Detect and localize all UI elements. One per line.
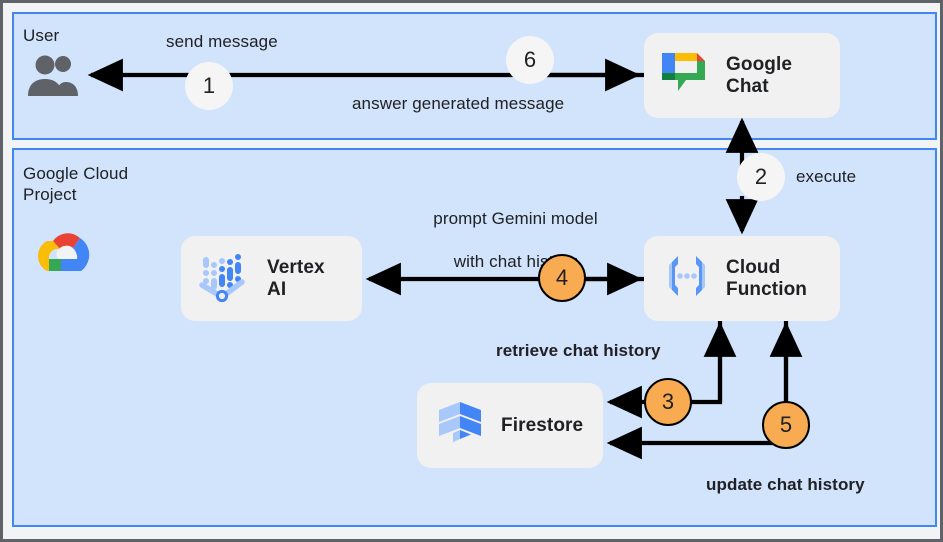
label-prompt-gemini-line1: prompt Gemini model <box>433 209 598 229</box>
vertex-ai-icon <box>195 247 253 310</box>
label-prompt-gemini: prompt Gemini model with chat history <box>413 187 618 293</box>
firestore-icon <box>433 396 487 455</box>
step-badge-2[interactable]: 2 <box>737 153 785 201</box>
label-send-message: send message <box>166 32 278 51</box>
users-icon <box>25 55 81 102</box>
google-cloud-icon <box>33 221 99 284</box>
step-badge-6[interactable]: 6 <box>506 36 554 84</box>
step-badge-5[interactable]: 5 <box>762 401 810 449</box>
step-badge-4[interactable]: 4 <box>538 254 586 302</box>
label-execute: execute <box>796 167 857 186</box>
label-answer-generated-message: answer generated message <box>352 94 565 113</box>
label-retrieve-chat-history: retrieve chat history <box>496 341 661 360</box>
panel-user-title: User <box>23 26 60 45</box>
cloud-function-icon <box>658 247 716 310</box>
card-vertex-ai[interactable]: Vertex AI <box>181 236 362 321</box>
card-cloud-function-label: Cloud Function <box>726 256 808 300</box>
card-google-chat-label: Google Chat <box>726 53 793 97</box>
card-vertex-ai-label: Vertex AI <box>267 256 325 300</box>
label-update-chat-history: update chat history <box>706 475 865 494</box>
step-badge-1[interactable]: 1 <box>185 62 233 110</box>
card-firestore[interactable]: Firestore <box>417 383 603 468</box>
panel-google-cloud-project-title: Google Cloud Project <box>23 164 129 205</box>
card-google-chat[interactable]: Google Chat <box>644 33 840 118</box>
google-chat-icon <box>656 45 712 106</box>
card-firestore-label: Firestore <box>501 414 584 436</box>
label-prompt-gemini-line2: with chat history <box>453 251 578 271</box>
card-cloud-function[interactable]: Cloud Function <box>644 236 840 321</box>
step-badge-3[interactable]: 3 <box>644 378 692 426</box>
